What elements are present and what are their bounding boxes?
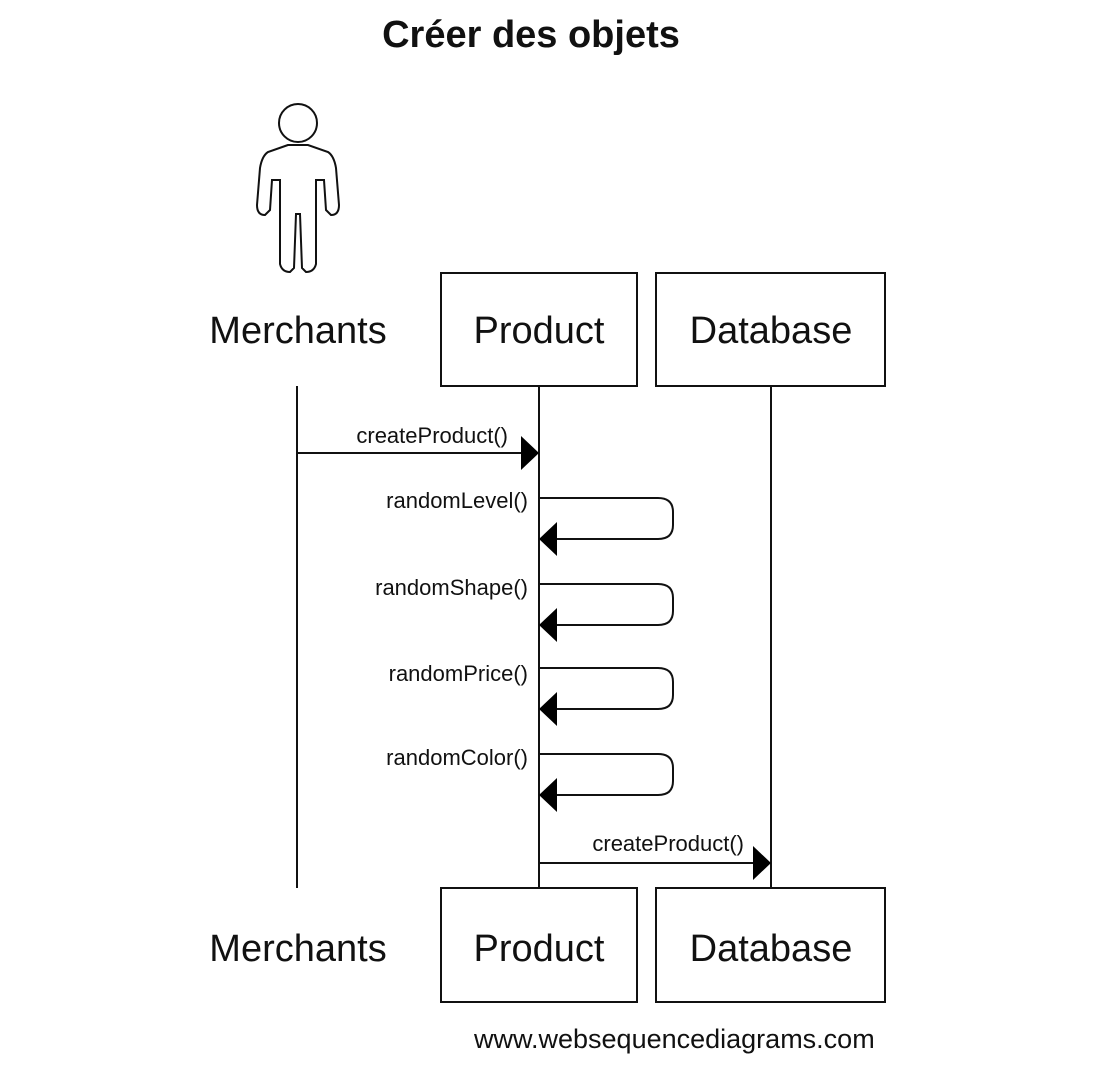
participant-box-product-top [440,272,638,387]
message-label-random-shape: randomShape() [375,575,528,600]
message-arrow-create-product [297,436,539,470]
participant-box-database-top [655,272,886,387]
participant-database-top: Database [690,310,853,352]
self-message-random-level [539,497,674,556]
watermark: www.websequencediagrams.com [474,1024,875,1054]
diagram-title: Créer des objets [382,14,680,56]
participant-product-top: Product [474,310,605,352]
message-label-random-price: randomPrice() [389,661,528,686]
participant-box-database-bottom [655,887,886,1003]
participant-product-bottom: Product [474,928,605,970]
participant-merchants-top: Merchants [209,310,386,352]
participant-merchants-bottom: Merchants [209,928,386,970]
message-label-create-product-2: createProduct() [592,831,744,856]
message-label-random-color: randomColor() [386,745,528,770]
message-arrow-create-product-db [539,846,771,880]
self-message-random-color [539,753,674,812]
message-label-random-level: randomLevel() [386,488,528,513]
actor-figure-icon [255,103,341,274]
participant-database-bottom: Database [690,928,853,970]
self-message-random-price [539,667,674,726]
self-message-random-shape [539,583,674,642]
participant-box-product-bottom [440,887,638,1003]
message-label-create-product-1: createProduct() [356,423,508,448]
